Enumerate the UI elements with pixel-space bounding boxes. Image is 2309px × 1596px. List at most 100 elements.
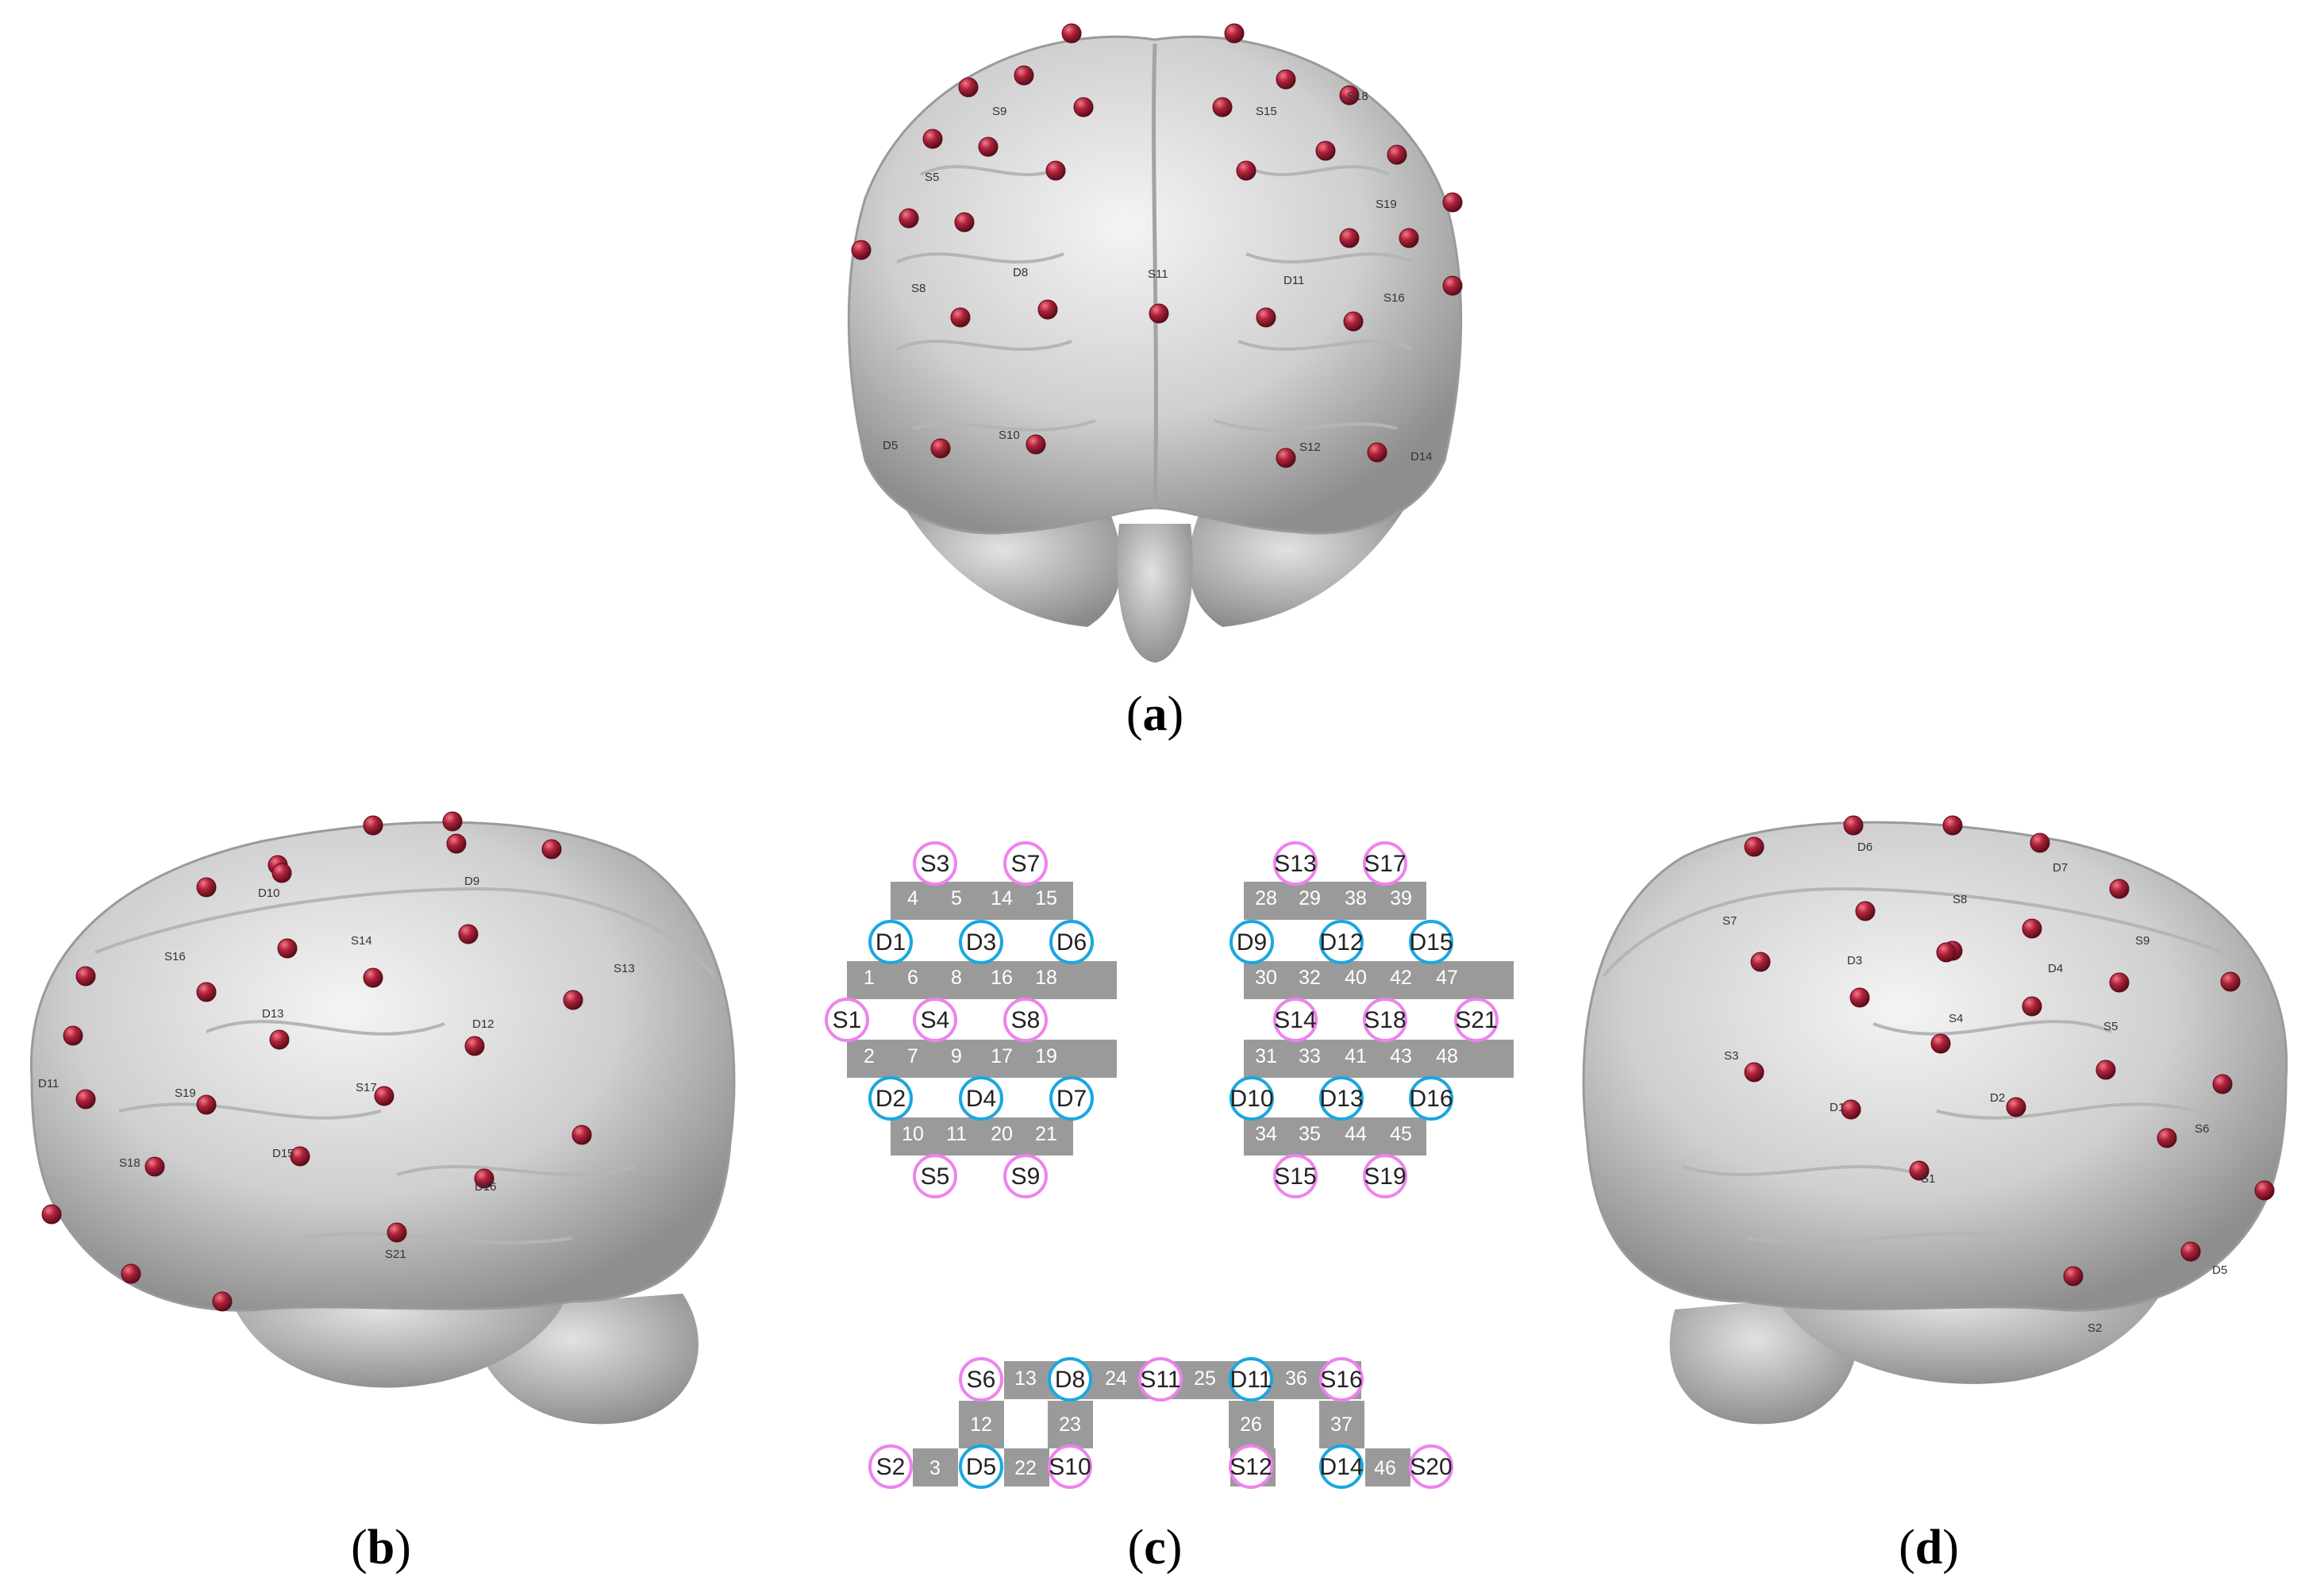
optode-label: S15 bbox=[1256, 105, 1277, 118]
channel-number: 39 bbox=[1390, 887, 1412, 910]
source-node bbox=[1229, 1444, 1273, 1489]
channel-number: 27 bbox=[1284, 1457, 1307, 1479]
channel-number: 35 bbox=[1299, 1123, 1321, 1145]
caption-c: (c) bbox=[1127, 1521, 1183, 1575]
node-label: D5 bbox=[966, 1454, 996, 1480]
channel-number: 30 bbox=[1255, 967, 1277, 989]
optode-label: D4 bbox=[2048, 962, 2063, 975]
optode-label: S16 bbox=[1383, 291, 1405, 305]
optode-marker bbox=[2254, 1180, 2275, 1201]
channel-number: 45 bbox=[1390, 1123, 1412, 1145]
optode-label: S19 bbox=[175, 1086, 196, 1100]
optode-marker bbox=[1442, 192, 1463, 213]
channel-block bbox=[959, 1401, 1004, 1448]
optode-label: S7 bbox=[1722, 914, 1737, 928]
optode-marker bbox=[1339, 85, 1360, 106]
optode-marker bbox=[363, 815, 383, 836]
channel-number: 48 bbox=[1436, 1045, 1458, 1067]
detector-node bbox=[1409, 920, 1453, 964]
node-label: S3 bbox=[921, 851, 950, 877]
node-label: S11 bbox=[1140, 1367, 1180, 1393]
source-node bbox=[1363, 1154, 1407, 1198]
detector-node bbox=[959, 1076, 1003, 1121]
optode-marker bbox=[1855, 901, 1876, 921]
node-label: S18 bbox=[1364, 1007, 1406, 1033]
optode-marker bbox=[1276, 69, 1296, 90]
channel-number: 38 bbox=[1345, 887, 1367, 910]
gyri-left bbox=[896, 165, 1096, 432]
detector-node bbox=[959, 920, 1003, 964]
node-label: S7 bbox=[1011, 851, 1041, 877]
optode-marker bbox=[196, 1094, 217, 1115]
optode-label: D10 bbox=[258, 886, 280, 900]
node-label: D16 bbox=[1409, 1086, 1453, 1112]
optode-label: S11 bbox=[1148, 267, 1168, 281]
optode-marker bbox=[446, 833, 467, 854]
optode-marker bbox=[75, 966, 96, 986]
optode-label: D16 bbox=[475, 1180, 497, 1194]
source-node bbox=[1003, 998, 1048, 1042]
optode-label: S1 bbox=[1921, 1172, 1935, 1186]
optode-label: S14 bbox=[351, 934, 372, 948]
channel-number: 22 bbox=[1014, 1457, 1037, 1479]
channel-number: 34 bbox=[1255, 1123, 1277, 1145]
optode-marker bbox=[2022, 996, 2042, 1017]
optode-marker bbox=[290, 1146, 310, 1167]
channel-number: 41 bbox=[1345, 1045, 1367, 1067]
channel-number: 24 bbox=[1105, 1367, 1127, 1390]
node-label: S6 bbox=[967, 1367, 996, 1393]
channel-number: 28 bbox=[1255, 887, 1277, 910]
channel-block bbox=[1244, 961, 1514, 999]
channel-number: 6 bbox=[907, 967, 918, 989]
optode-label: S19 bbox=[1376, 198, 1397, 211]
detector-node bbox=[1049, 1076, 1094, 1121]
optode-marker bbox=[2063, 1266, 2084, 1286]
optode-marker bbox=[75, 1089, 96, 1110]
node-label: D12 bbox=[1319, 929, 1363, 956]
optode-markers-d bbox=[1744, 815, 2275, 1286]
optode-marker bbox=[121, 1263, 141, 1284]
channel-block bbox=[1244, 882, 1426, 920]
channel-block bbox=[847, 961, 1117, 999]
optode-marker bbox=[442, 811, 463, 832]
channel-number: 2 bbox=[864, 1045, 875, 1067]
node-label: D8 bbox=[1055, 1367, 1085, 1393]
detector-node bbox=[1230, 1076, 1274, 1121]
channel-block bbox=[913, 1448, 958, 1486]
optode-label: S18 bbox=[119, 1156, 140, 1170]
node-label: S17 bbox=[1364, 851, 1406, 877]
optode-marker bbox=[2157, 1128, 2177, 1148]
optode-label: S5 bbox=[2103, 1020, 2118, 1033]
source-node bbox=[1319, 1357, 1364, 1402]
optode-marker bbox=[1061, 23, 1082, 44]
channel-number: 26 bbox=[1240, 1413, 1262, 1436]
channel-number: 15 bbox=[1035, 887, 1057, 910]
cerebellum-right bbox=[1188, 508, 1405, 627]
channel-number: 17 bbox=[991, 1045, 1013, 1067]
detector-node bbox=[868, 920, 913, 964]
optode-marker bbox=[2109, 879, 2130, 899]
channel-number: 33 bbox=[1299, 1045, 1321, 1067]
optode-marker bbox=[277, 938, 298, 959]
optode-marker bbox=[374, 1086, 394, 1106]
gyri-right bbox=[1214, 165, 1414, 432]
optode-marker bbox=[2095, 1060, 2116, 1080]
optode-label: D2 bbox=[1990, 1091, 2005, 1105]
optode-label: S2 bbox=[2088, 1321, 2102, 1335]
optode-label: S4 bbox=[1949, 1012, 1963, 1025]
channel-number: 42 bbox=[1390, 967, 1412, 989]
channel-number: 40 bbox=[1345, 967, 1367, 989]
optode-marker bbox=[1744, 836, 1764, 857]
optode-markers-b bbox=[41, 811, 592, 1312]
cortex-d bbox=[1582, 821, 2288, 1312]
detector-node bbox=[1319, 1444, 1364, 1489]
source-node bbox=[1048, 1444, 1092, 1489]
